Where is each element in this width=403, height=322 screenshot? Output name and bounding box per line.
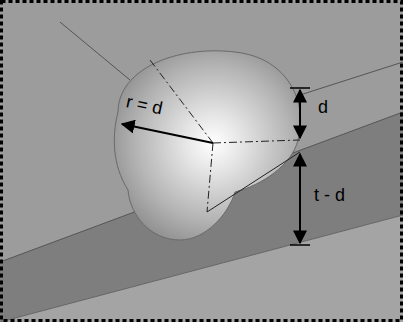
dimension-arrow xyxy=(299,90,301,138)
dimension-label: r = d xyxy=(124,92,164,119)
axis-line xyxy=(207,143,213,212)
axis-line xyxy=(213,140,300,143)
dimension-label: d xyxy=(318,98,328,118)
dimension-tick xyxy=(290,87,310,89)
radius-line xyxy=(122,124,213,143)
dimension-tick xyxy=(290,244,310,246)
dimension-arrow xyxy=(299,154,301,243)
extension-line xyxy=(207,152,300,212)
hemispherical-pit xyxy=(114,51,300,240)
dimension-label: t - d xyxy=(314,186,345,206)
label-holder: d xyxy=(318,98,328,118)
label-holder: r = d xyxy=(124,92,164,119)
face-edge xyxy=(300,62,403,95)
face-edge xyxy=(60,22,130,80)
label-holder: t - d xyxy=(314,186,345,206)
